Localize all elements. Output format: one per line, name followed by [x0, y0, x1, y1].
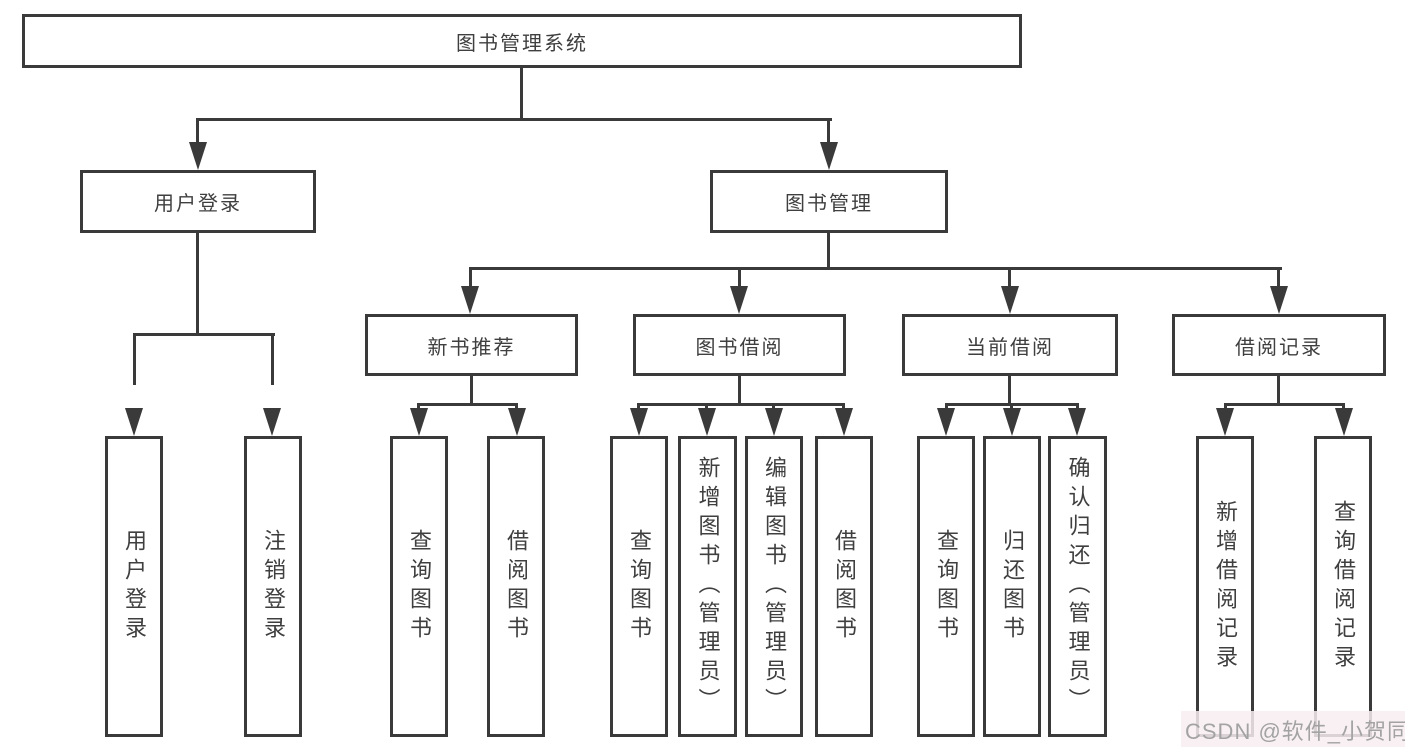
node-user-login: 用户登录 — [80, 170, 316, 233]
connector-line — [470, 376, 473, 406]
leaf-label: 查询图书 — [934, 528, 959, 645]
leaf-add-borrow-record: 新增借阅记录 — [1196, 436, 1254, 737]
connector-line — [196, 118, 199, 148]
arrow-down-icon — [1216, 408, 1234, 436]
connector-line — [827, 118, 830, 148]
arrow-down-icon — [1001, 286, 1019, 314]
leaf-add-books-admin: 新增图书（管理员） — [678, 436, 737, 737]
arrow-down-icon — [263, 408, 281, 436]
node-book-management: 图书管理 — [710, 170, 948, 233]
node-root-label: 图书管理系统 — [456, 32, 588, 55]
arrow-down-icon — [125, 408, 143, 436]
node-current-borrow: 当前借阅 — [902, 314, 1118, 376]
arrow-down-icon — [410, 408, 428, 436]
connector-line — [271, 333, 274, 385]
connector-line — [469, 267, 472, 292]
arrow-down-icon — [835, 408, 853, 436]
connector-line — [637, 403, 845, 406]
arrow-down-icon — [937, 408, 955, 436]
arrow-down-icon — [1335, 408, 1353, 436]
leaf-label: 新增图书（管理员） — [695, 456, 721, 717]
arrow-down-icon — [820, 142, 838, 170]
leaf-edit-books-admin: 编辑图书（管理员） — [745, 436, 803, 737]
connector-line — [196, 118, 832, 121]
connector-line — [196, 233, 199, 336]
leaf-query-books-1: 查询图书 — [390, 436, 448, 737]
node-label: 新书推荐 — [427, 336, 516, 359]
connector-line — [469, 267, 1282, 270]
leaf-label: 借阅图书 — [504, 528, 529, 645]
connector-line — [133, 333, 136, 385]
connector-line — [1008, 376, 1011, 406]
arrow-down-icon — [189, 142, 207, 170]
arrow-down-icon — [461, 286, 479, 314]
leaf-label: 注销登录 — [261, 528, 286, 645]
connector-line — [1277, 267, 1280, 292]
leaf-borrow-books-1: 借阅图书 — [487, 436, 545, 737]
leaf-label: 归还图书 — [1000, 528, 1025, 645]
node-root: 图书管理系统 — [22, 14, 1022, 68]
connector-line — [827, 233, 830, 270]
arrow-down-icon — [730, 286, 748, 314]
node-label: 借阅记录 — [1235, 336, 1323, 359]
connector-line — [417, 403, 518, 406]
leaf-user-login: 用户登录 — [105, 436, 163, 737]
connector-line — [133, 333, 275, 336]
arrow-down-icon — [630, 408, 648, 436]
connector-line — [1008, 267, 1011, 292]
leaf-label: 查询图书 — [407, 528, 432, 645]
node-new-book-recommend: 新书推荐 — [365, 314, 578, 376]
leaf-query-books-3: 查询图书 — [917, 436, 975, 737]
leaf-label: 确认归还（管理员） — [1065, 456, 1091, 717]
connector-line — [520, 67, 523, 121]
node-label: 图书借阅 — [695, 336, 784, 359]
connector-line — [1224, 403, 1345, 406]
node-label: 当前借阅 — [966, 336, 1054, 359]
watermark-background — [1181, 711, 1405, 747]
leaf-label: 编辑图书（管理员） — [762, 456, 787, 717]
arrow-down-icon — [508, 408, 526, 436]
leaf-borrow-books-2: 借阅图书 — [815, 436, 873, 737]
leaf-label: 查询借阅记录 — [1331, 499, 1356, 674]
connector-line — [738, 267, 741, 292]
arrow-down-icon — [1270, 286, 1288, 314]
leaf-query-books-2: 查询图书 — [610, 436, 668, 737]
leaf-return-books: 归还图书 — [983, 436, 1041, 737]
leaf-label: 查询图书 — [627, 528, 652, 645]
connector-line — [738, 376, 741, 406]
leaf-label: 借阅图书 — [832, 528, 857, 645]
arrow-down-icon — [1003, 408, 1021, 436]
leaf-query-borrow-record: 查询借阅记录 — [1314, 436, 1372, 737]
leaf-confirm-return-admin: 确认归还（管理员） — [1048, 436, 1107, 737]
leaf-logout: 注销登录 — [244, 436, 302, 737]
watermark-text: CSDN @软件_小贺同学 — [1185, 719, 1405, 744]
node-borrow-records: 借阅记录 — [1172, 314, 1386, 376]
leaf-label: 新增借阅记录 — [1213, 499, 1238, 674]
node-label: 图书管理 — [785, 193, 873, 215]
node-label: 用户登录 — [154, 193, 242, 215]
arrow-down-icon — [1068, 408, 1086, 436]
leaf-label: 用户登录 — [122, 528, 147, 645]
arrow-down-icon — [698, 408, 716, 436]
node-book-borrow: 图书借阅 — [633, 314, 846, 376]
arrow-down-icon — [765, 408, 783, 436]
connector-line — [1277, 376, 1280, 406]
